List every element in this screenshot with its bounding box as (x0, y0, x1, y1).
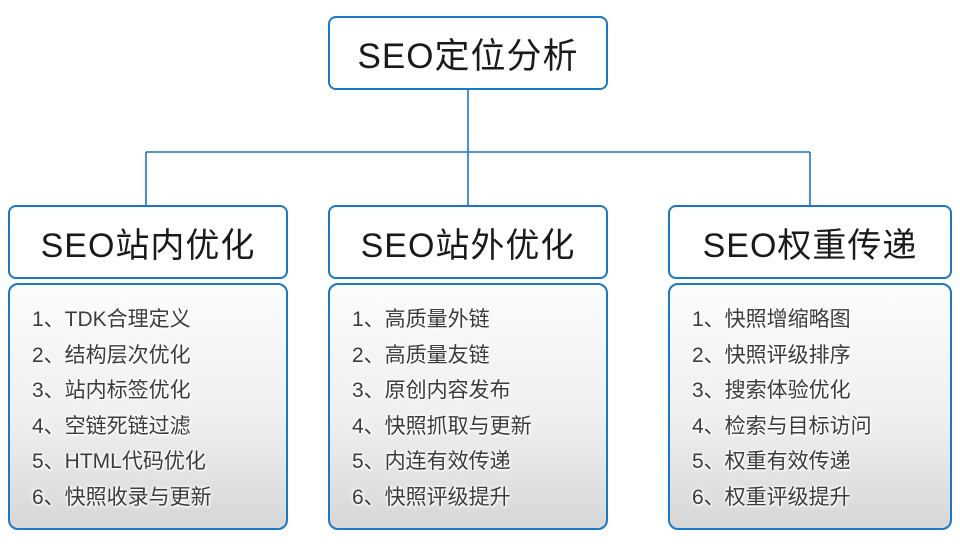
list-item: 3、原创内容发布 (352, 379, 511, 402)
list-item: 2、高质量友链 (352, 343, 490, 367)
list-item: 5、权重有效传递 (692, 450, 851, 473)
root-node: SEO定位分析 (328, 16, 608, 90)
root-node-label: SEO定位分析 (357, 36, 579, 76)
list-item: 4、空链死链过滤 (32, 414, 191, 438)
list-item: 5、内连有效传递 (352, 450, 511, 473)
branch-header-weight: SEO权重传递 (668, 205, 952, 279)
list-item: 1、TDK合理定义 (32, 308, 191, 331)
branch-header-offsite: SEO站外优化 (328, 205, 608, 279)
branch-offsite-optimization: SEO站外优化 1、高质量外链 2、高质量友链 3、原创内容发布 4、快照抓取与… (328, 205, 608, 530)
branch-title: SEO站外优化 (360, 226, 576, 265)
list-item: 3、站内标签优化 (32, 379, 191, 402)
list-item: 5、HTML代码优化 (32, 450, 206, 473)
list-item: 2、快照评级排序 (692, 343, 851, 367)
list-item: 6、快照评级提升 (352, 485, 511, 509)
list-item: 6、快照收录与更新 (32, 485, 212, 509)
branch-title: SEO权重传递 (702, 226, 918, 265)
branch-weight-transfer: SEO权重传递 1、快照增缩略图 2、快照评级排序 3、搜索体验优化 4、检索与… (668, 205, 952, 530)
branch-body-onsite: 1、TDK合理定义 2、结构层次优化 3、站内标签优化 4、空链死链过滤 5、H… (8, 283, 288, 530)
branch-title: SEO站内优化 (40, 226, 256, 265)
list-item: 4、快照抓取与更新 (352, 414, 532, 438)
list-item: 2、结构层次优化 (32, 343, 191, 367)
branch-header-onsite: SEO站内优化 (8, 205, 288, 279)
list-item: 4、检索与目标访问 (692, 414, 872, 438)
list-item: 3、搜索体验优化 (692, 379, 851, 402)
list-item: 1、快照增缩略图 (692, 308, 851, 331)
branch-onsite-optimization: SEO站内优化 1、TDK合理定义 2、结构层次优化 3、站内标签优化 4、空链… (8, 205, 288, 530)
branch-body-weight: 1、快照增缩略图 2、快照评级排序 3、搜索体验优化 4、检索与目标访问 5、权… (668, 283, 952, 530)
list-item: 6、权重评级提升 (692, 485, 851, 509)
branch-body-offsite: 1、高质量外链 2、高质量友链 3、原创内容发布 4、快照抓取与更新 5、内连有… (328, 283, 608, 530)
list-item: 1、高质量外链 (352, 308, 490, 331)
